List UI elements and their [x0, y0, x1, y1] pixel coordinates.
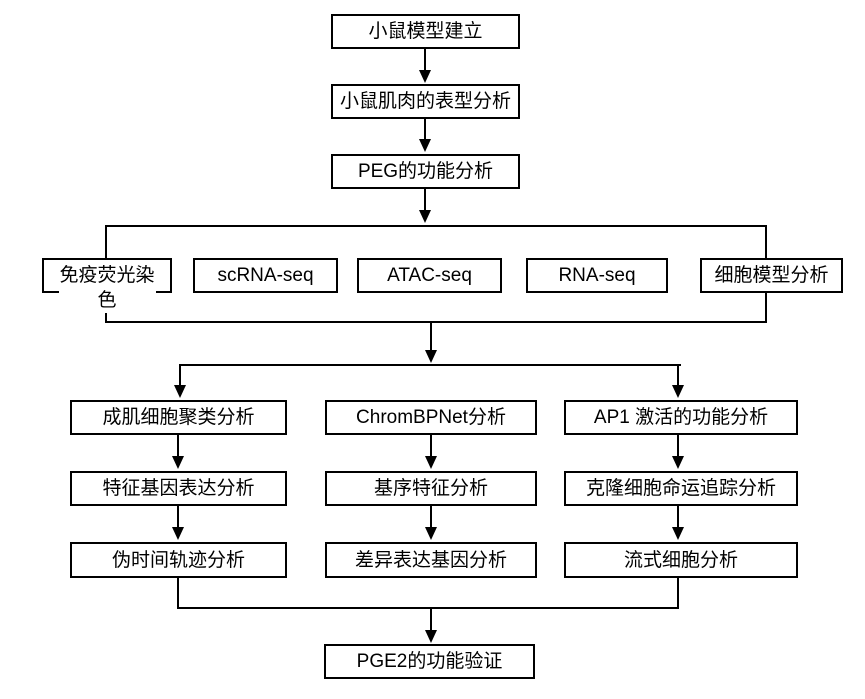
- arrow-down-icon: [419, 70, 431, 83]
- connector-merge-bottom: [177, 607, 679, 609]
- arrow-line: [424, 119, 426, 140]
- flow-node-label: 流式细胞分析: [623, 549, 738, 571]
- arrow-line: [430, 506, 432, 528]
- arrow-line: [424, 189, 426, 211]
- flow-node-flow-cytometry: 流式细胞分析: [564, 542, 798, 578]
- arrow-down-icon: [672, 456, 684, 469]
- arrow-line: [677, 506, 679, 528]
- arrow-line: [677, 435, 679, 458]
- flow-node-label: 克隆细胞命运追踪分析: [585, 478, 776, 499]
- flow-node-label: 细胞模型分析: [714, 265, 829, 286]
- arrow-line: [430, 323, 432, 350]
- flow-node-label: 特征基因表达分析: [102, 478, 255, 499]
- arrow-line: [424, 49, 426, 71]
- arrow-line: [177, 506, 179, 528]
- flow-node-rna-seq: RNA-seq: [526, 258, 668, 293]
- flow-node-label: 差异表达基因分析: [354, 549, 507, 571]
- connector-columns-top: [179, 364, 681, 366]
- arrow-down-icon: [425, 630, 437, 643]
- flow-node-peg-function: PEG的功能分析: [331, 154, 520, 189]
- arrow-down-icon: [425, 456, 437, 469]
- flow-node-marker-gene-expression: 特征基因表达分析: [70, 471, 287, 506]
- flow-node-label: RNA-seq: [558, 265, 636, 286]
- arrow-down-icon: [419, 210, 431, 223]
- flow-node-label: PEG的功能分析: [357, 161, 494, 182]
- flow-node-label: PGE2的功能验证: [356, 651, 503, 672]
- arrow-down-icon: [172, 456, 184, 469]
- flow-node-scrna-seq: scRNA-seq: [193, 258, 338, 293]
- flow-node-label: 成肌细胞聚类分析: [102, 407, 255, 428]
- arrow-line: [430, 609, 432, 631]
- arrow-down-icon: [425, 350, 437, 363]
- arrow-down-icon: [172, 527, 184, 540]
- flow-node-label: ChromBPNet分析: [356, 407, 506, 428]
- flow-node-myoblast-clustering: 成肌细胞聚类分析: [70, 400, 287, 435]
- arrow-down-icon: [425, 527, 437, 540]
- flow-node-chrombpnet: ChromBPNet分析: [325, 400, 537, 435]
- flow-node-label: scRNA-seq: [217, 265, 314, 286]
- flow-node-clonal-tracing: 克隆细胞命运追踪分析: [564, 471, 798, 506]
- flow-node-label: ATAC-seq: [387, 265, 472, 286]
- flow-node-label: 小鼠肌肉的表型分析: [339, 91, 511, 112]
- arrow-line: [677, 364, 679, 386]
- flow-node-label: 伪时间轨迹分析: [111, 549, 245, 571]
- flow-node-pge2-validation: PGE2的功能验证: [324, 644, 535, 679]
- flow-node-label: 免疫荧光染色: [58, 263, 156, 313]
- flow-node-ap1-activation: AP1 激活的功能分析: [564, 400, 798, 435]
- flow-node-atac-seq: ATAC-seq: [357, 258, 502, 293]
- flow-node-pseudotime-trajectory: 伪时间轨迹分析: [70, 542, 287, 578]
- flow-node-cell-model: 细胞模型分析: [700, 258, 843, 293]
- arrow-down-icon: [672, 527, 684, 540]
- flow-node-mouse-model: 小鼠模型建立: [331, 14, 520, 49]
- flow-node-muscle-phenotype: 小鼠肌肉的表型分析: [331, 84, 520, 119]
- arrow-line: [179, 364, 181, 386]
- flow-node-motif-feature: 基序特征分析: [325, 471, 537, 506]
- flow-node-label: 小鼠模型建立: [368, 21, 483, 42]
- arrow-down-icon: [419, 139, 431, 152]
- connector-merge-right: [677, 578, 679, 609]
- connector-merge-left: [177, 578, 179, 609]
- arrow-down-icon: [672, 385, 684, 398]
- flow-node-label: 基序特征分析: [373, 478, 488, 499]
- arrow-line: [430, 435, 432, 458]
- connector-group-top: [106, 225, 767, 227]
- flow-node-immunofluorescence: 免疫荧光染色: [42, 258, 172, 313]
- connector-group-bottom: [106, 321, 767, 323]
- arrow-down-icon: [174, 385, 186, 398]
- arrow-line: [177, 435, 179, 458]
- flow-node-label: AP1 激活的功能分析: [593, 407, 769, 428]
- flow-node-deg-analysis: 差异表达基因分析: [325, 542, 537, 578]
